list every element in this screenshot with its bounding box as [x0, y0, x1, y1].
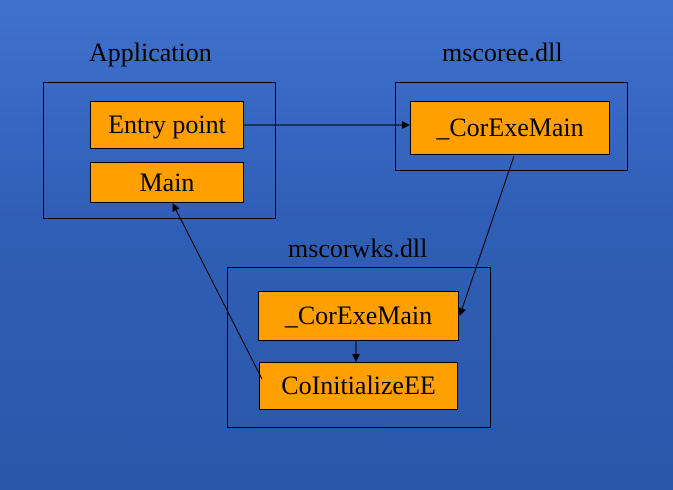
- arrow-mscoree-to-mscorwks: [458, 155, 515, 316]
- mscoree-title: mscoree.dll: [442, 38, 563, 67]
- entry-point-node: Entry point: [90, 101, 244, 149]
- application-title: Application: [89, 38, 212, 67]
- coinitializeee-node: CoInitializeEE: [259, 362, 458, 410]
- mscoree-group: [395, 82, 628, 171]
- arrow-coinitializeee-to-main: [172, 203, 263, 380]
- mscoree-corexemain-node: _CorExeMain: [410, 101, 610, 155]
- mscorwks-corexemain-node: _CorExeMain: [258, 291, 459, 341]
- mscorwks-group: [227, 267, 491, 428]
- application-group: [43, 82, 276, 219]
- mscorwks-title: mscorwks.dll: [288, 234, 428, 263]
- main-node: Main: [90, 162, 244, 203]
